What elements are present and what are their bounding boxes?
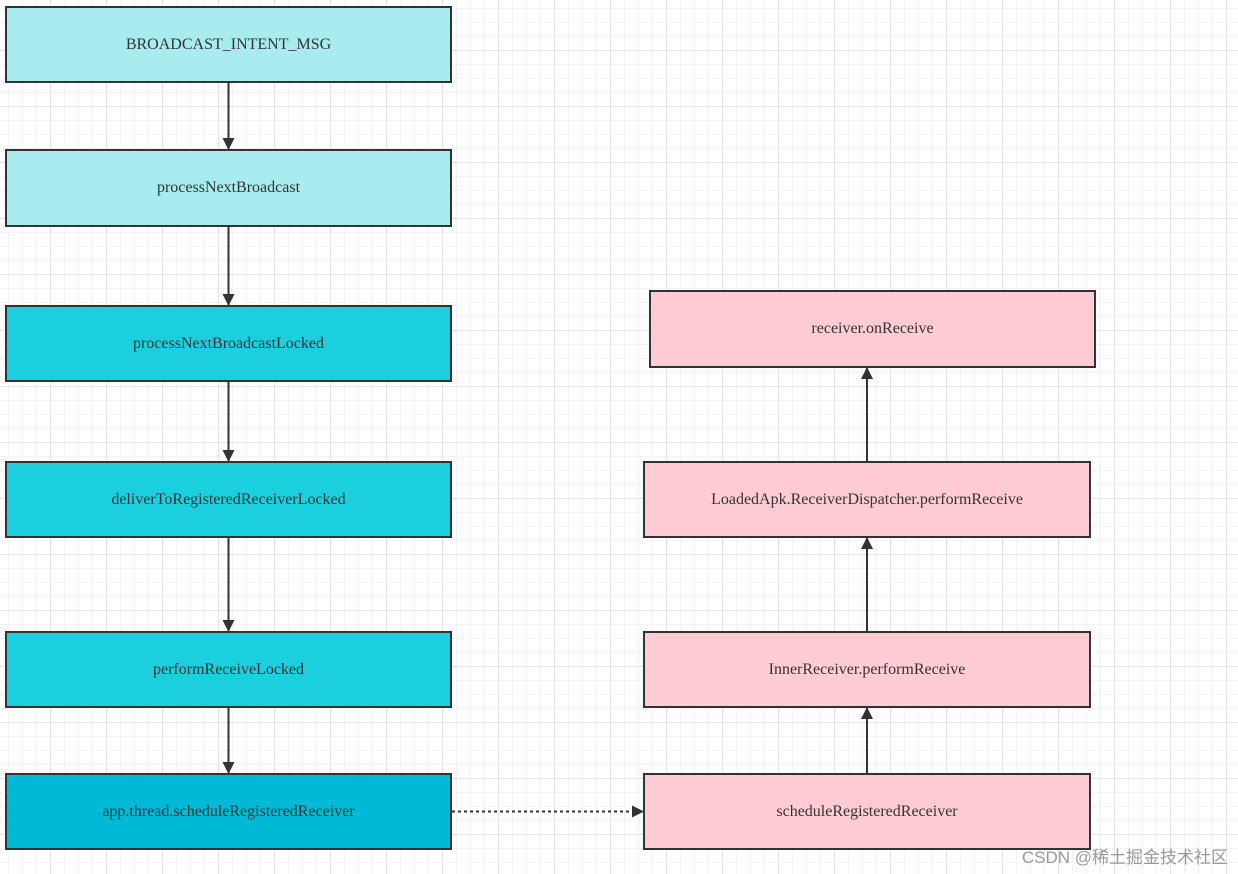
node-deliver-to-registered-receiver-locked: deliverToRegisteredReceiverLocked	[5, 461, 452, 538]
node-broadcast-intent-msg: BROADCAST_INTENT_MSG	[5, 6, 452, 83]
node-receiver-on-receive: receiver.onReceive	[649, 290, 1096, 368]
node-inner-receiver-perform-receive: InnerReceiver.performReceive	[643, 631, 1091, 708]
node-app-thread-schedule-registered-receiver: app.thread.scheduleRegisteredReceiver	[5, 773, 452, 850]
watermark: CSDN @稀土掘金技术社区	[1021, 848, 1228, 867]
node-perform-receive-locked: performReceiveLocked	[5, 631, 452, 708]
node-process-next-broadcast-locked: processNextBroadcastLocked	[5, 305, 452, 382]
node-process-next-broadcast: processNextBroadcast	[5, 149, 452, 227]
node-loaded-apk-receiver-dispatcher-perform-receive: LoadedApk.ReceiverDispatcher.performRece…	[643, 461, 1091, 538]
node-schedule-registered-receiver: scheduleRegisteredReceiver	[643, 773, 1091, 850]
